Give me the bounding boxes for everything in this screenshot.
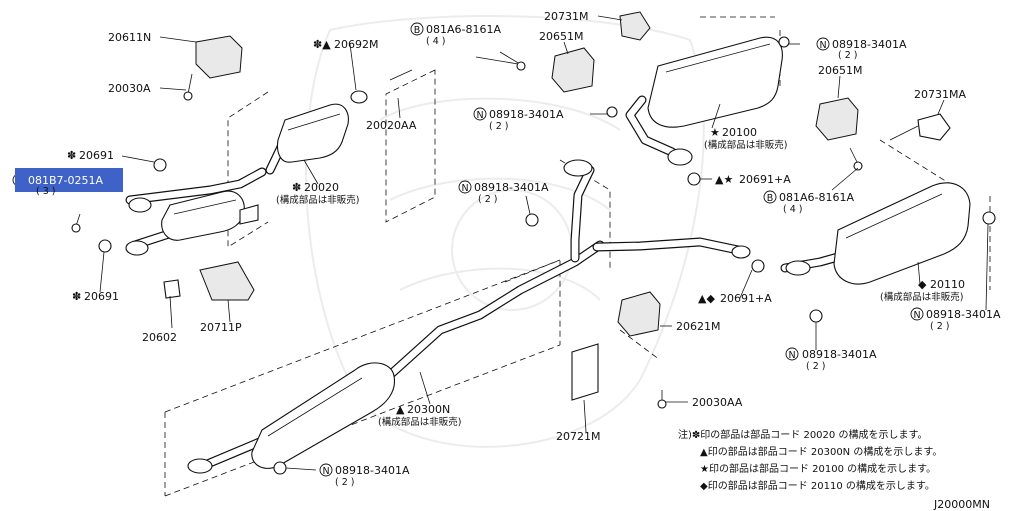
part-qty-08918-mid: ( 2 )	[489, 121, 509, 132]
part-label-08918-far[interactable]: 08918-3401A	[926, 308, 1001, 321]
part-label-20300N-mark: ▲	[396, 403, 405, 416]
part-qty-081A6-top: ( 4 )	[426, 36, 446, 47]
part-label-081B7-selected[interactable]: 081B7-0251A	[28, 174, 104, 187]
part-label-20651M-top[interactable]: 20651M	[539, 30, 583, 43]
svg-text:N: N	[913, 310, 920, 321]
fasteners	[71, 36, 996, 475]
svg-text:N: N	[461, 183, 468, 194]
center-muffler-20300N	[187, 362, 396, 474]
part-qty-081B7: ( 3 )	[36, 186, 56, 197]
bolt-symbol-icon: B	[410, 22, 424, 36]
notes-block: 注)✽印の部品は部品コード 20020 の構成を示します。 ▲印の部品は部品コー…	[678, 428, 942, 492]
part-label-20611N[interactable]: 20611N	[108, 31, 151, 44]
part-qty-08918-low: ( 2 )	[806, 361, 826, 372]
svg-text:N: N	[322, 466, 329, 477]
part-label-20691-a-mark: ✽	[67, 149, 76, 162]
flanges	[350, 90, 751, 259]
catalyst-20020	[125, 103, 349, 256]
part-label-20020-mark: ✽	[292, 181, 301, 194]
note-line-4: ◆印の部品は部品コード 20110 の構成を示します。	[700, 479, 935, 492]
selected-part-highlight	[15, 168, 123, 192]
part-qty-08918-top-right: ( 2 )	[838, 50, 858, 61]
part-label-08918-top-right[interactable]: 08918-3401A	[832, 38, 907, 51]
part-label-20711P[interactable]: 20711P	[200, 321, 242, 334]
part-labels: 20611N 20030A ✽▲ 20692M 20020AA 081A6-81…	[28, 10, 1001, 488]
part-label-20020[interactable]: 20020	[304, 181, 339, 194]
part-qty-08918-bottom: ( 2 )	[335, 477, 355, 488]
nut-symbol-icon: N	[785, 347, 799, 361]
bolt-symbol-icon: B	[763, 190, 777, 204]
symbol-icons: B N N B N B N N N	[12, 22, 924, 477]
diagram-code: J20000MN	[933, 498, 990, 511]
svg-text:N: N	[819, 40, 826, 51]
part-qty-08918-left: ( 2 )	[478, 194, 498, 205]
part-label-20691-b[interactable]: 20691	[84, 290, 119, 303]
part-label-20100[interactable]: 20100	[722, 126, 757, 139]
part-label-08918-mid[interactable]: 08918-3401A	[489, 108, 564, 121]
part-label-20691A-right-mark: ▲◆	[698, 292, 715, 305]
part-label-20691-b-mark: ✽	[72, 290, 81, 303]
brackets	[163, 11, 951, 401]
part-label-20020AA[interactable]: 20020AA	[366, 119, 417, 132]
part-note-20020: (構成部品は非販売)	[276, 194, 359, 206]
part-qty-08918-far: ( 2 )	[930, 321, 950, 332]
part-qty-081A6-right: ( 4 )	[783, 204, 803, 215]
part-label-081A6-top[interactable]: 081A6-8161A	[426, 23, 501, 36]
part-label-20692M[interactable]: 20692M	[334, 38, 378, 51]
part-label-08918-left[interactable]: 08918-3401A	[474, 181, 549, 194]
svg-text:N: N	[788, 350, 795, 361]
part-label-20030A[interactable]: 20030A	[108, 82, 151, 95]
part-label-20602[interactable]: 20602	[142, 331, 177, 344]
svg-text:B: B	[414, 25, 421, 36]
part-label-08918-bottom[interactable]: 08918-3401A	[335, 464, 410, 477]
note-line-2: ▲印の部品は部品コード 20300N の構成を示します。	[700, 445, 942, 458]
part-label-20691A-right[interactable]: 20691+A	[720, 292, 772, 305]
part-label-20731MA[interactable]: 20731MA	[914, 88, 966, 101]
svg-text:B: B	[767, 193, 774, 204]
part-note-20300N: (構成部品は非販売)	[378, 416, 461, 428]
nut-symbol-icon: N	[473, 107, 487, 121]
part-label-20691-a[interactable]: 20691	[79, 149, 114, 162]
part-label-20110[interactable]: 20110	[930, 278, 965, 291]
part-label-20621M[interactable]: 20621M	[676, 320, 720, 333]
svg-text:N: N	[476, 110, 483, 121]
part-label-20692M-mark: ✽▲	[313, 38, 331, 51]
part-label-20691A-top[interactable]: 20691+A	[739, 173, 791, 186]
part-label-20651M-right[interactable]: 20651M	[818, 64, 862, 77]
nut-symbol-icon: N	[458, 180, 472, 194]
note-line-3: ★印の部品は部品コード 20100 の構成を示します。	[700, 462, 936, 475]
part-label-20300N[interactable]: 20300N	[407, 403, 450, 416]
part-label-20100-mark: ★	[710, 126, 720, 139]
part-note-20110: (構成部品は非販売)	[880, 291, 963, 303]
nut-symbol-icon: N	[910, 307, 924, 321]
nut-symbol-icon: N	[319, 463, 333, 477]
leader-lines	[99, 15, 989, 471]
part-note-20100: (構成部品は非販売)	[704, 139, 787, 151]
part-label-20691A-top-mark: ▲★	[715, 173, 733, 186]
part-label-20110-mark: ◆	[918, 278, 927, 291]
part-label-20731M[interactable]: 20731M	[544, 10, 588, 23]
part-label-20721M[interactable]: 20721M	[556, 430, 600, 443]
note-line-1: 注)✽印の部品は部品コード 20020 の構成を示します。	[678, 428, 927, 441]
part-label-081A6-right[interactable]: 081A6-8161A	[779, 191, 854, 204]
main-muffler-20100	[647, 36, 783, 166]
part-label-20030AA[interactable]: 20030AA	[692, 396, 743, 409]
nut-symbol-icon: N	[816, 37, 830, 51]
sub-muffler-20110	[785, 182, 971, 285]
part-label-08918-low[interactable]: 08918-3401A	[802, 348, 877, 361]
